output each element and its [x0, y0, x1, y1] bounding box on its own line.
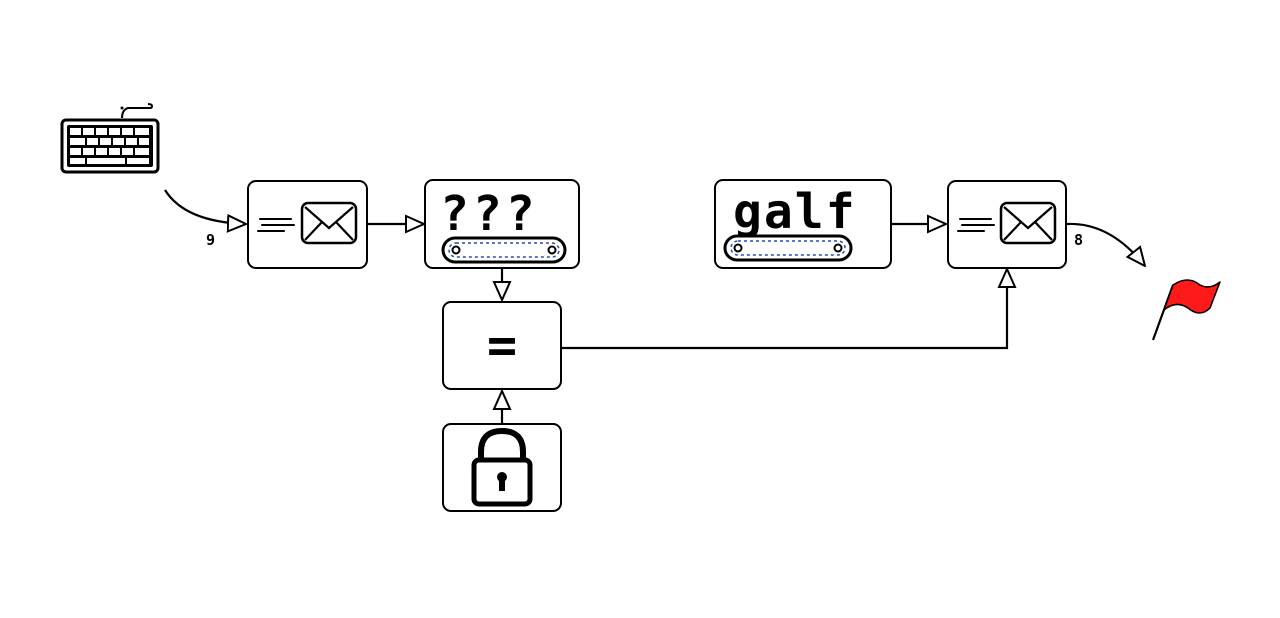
edge-compare-to-send-b — [561, 269, 1007, 350]
input-port-label: 9 — [206, 231, 215, 249]
lock-node — [442, 423, 562, 512]
edge-send-b-to-flag — [1066, 222, 1145, 266]
envelope-icon — [257, 201, 358, 245]
send-node-b — [947, 180, 1067, 269]
flag-register-text: galf — [733, 184, 857, 240]
flag-icon — [1151, 279, 1221, 341]
output-port-label: 8 — [1074, 231, 1083, 249]
send-node-a — [247, 180, 368, 269]
conveyor-belt — [723, 234, 853, 262]
compare-symbol: = — [487, 316, 517, 374]
mystery-register-text: ??? — [440, 186, 539, 242]
envelope-icon — [957, 201, 1057, 245]
mystery-register-node: ??? — [424, 179, 580, 269]
keyboard-icon — [60, 103, 160, 174]
conveyor-belt — [441, 236, 567, 264]
connectors — [164, 189, 1145, 424]
compare-node: = — [442, 301, 562, 390]
lock-icon — [471, 427, 533, 507]
flag-register-node: galf — [714, 179, 892, 269]
edge-keyboard-to-send — [164, 189, 246, 224]
